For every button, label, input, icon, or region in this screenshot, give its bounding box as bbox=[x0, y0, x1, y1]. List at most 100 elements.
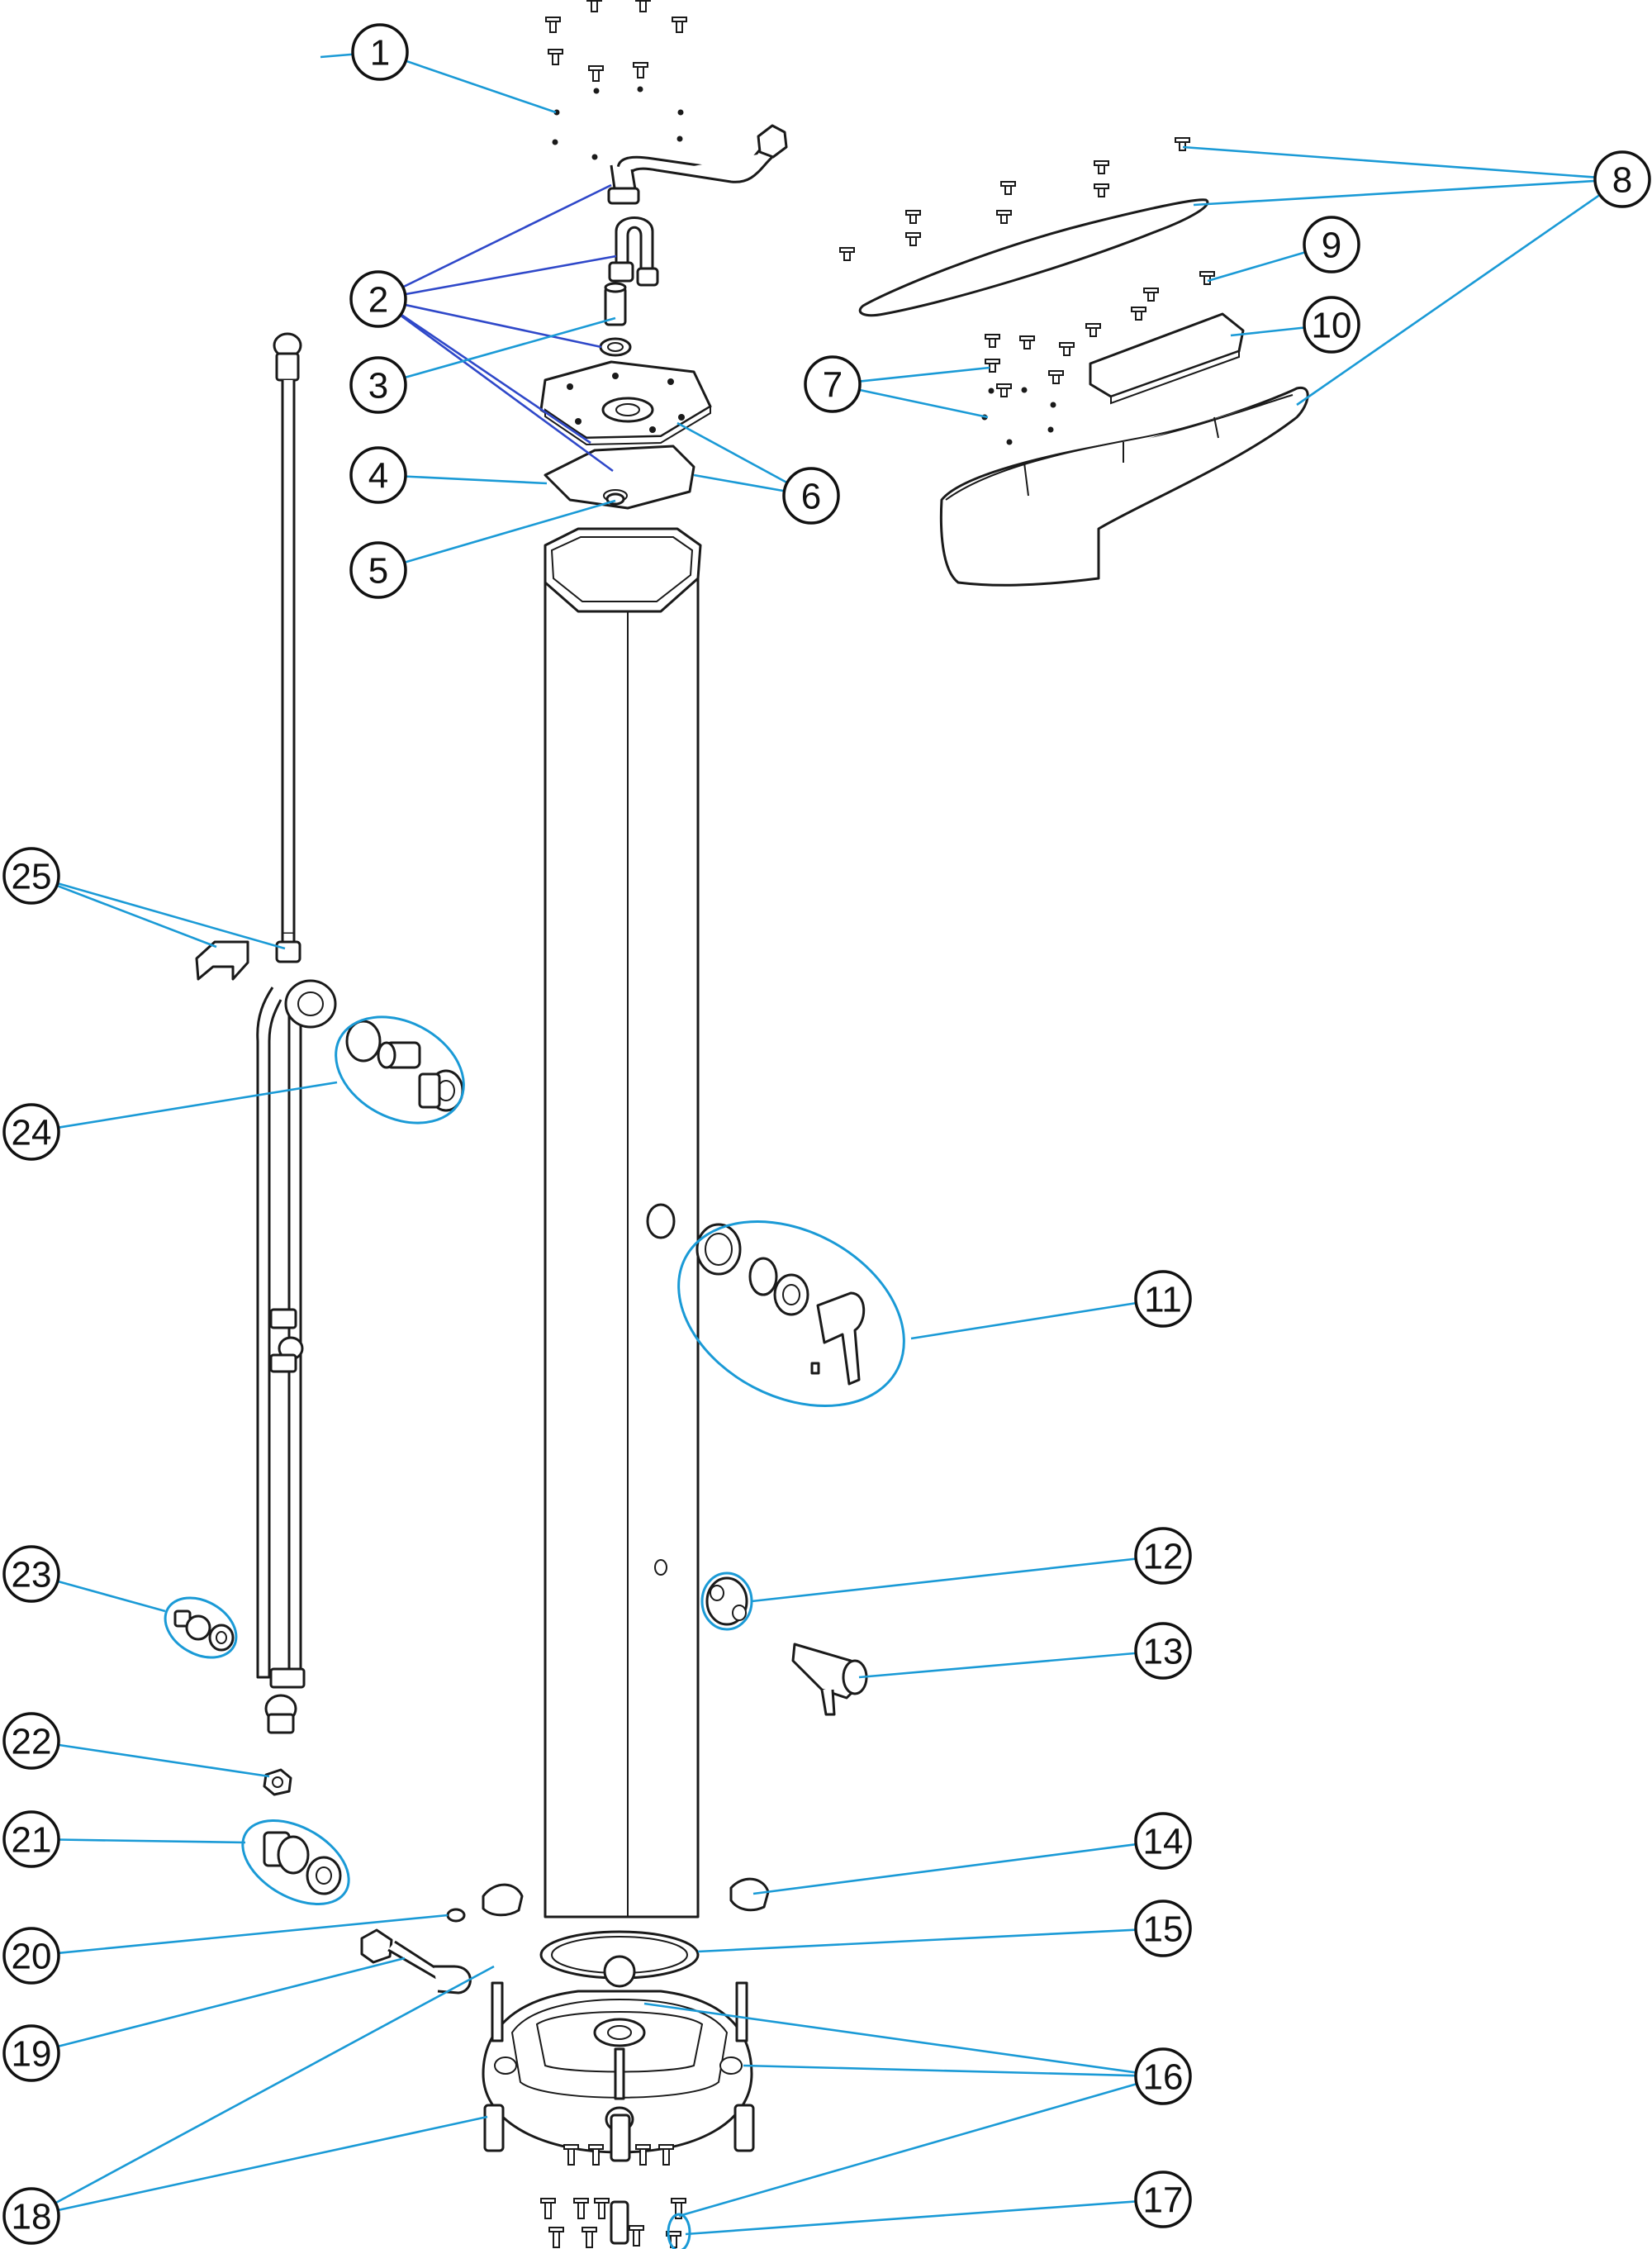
top-pipe-elbow bbox=[607, 124, 788, 205]
callout-7: 7 bbox=[804, 355, 862, 413]
callouts: 1234567891011121314151617181920212223242… bbox=[2, 23, 1651, 2245]
callout-17: 17 bbox=[1134, 2171, 1192, 2228]
callout-number-12: 12 bbox=[1143, 1537, 1184, 1577]
callout-number-11: 11 bbox=[1144, 1280, 1182, 1320]
base-16 bbox=[482, 1981, 753, 2154]
nut-22 bbox=[263, 1768, 292, 1796]
callout-number-13: 13 bbox=[1143, 1632, 1184, 1672]
callout-number-2: 2 bbox=[368, 280, 388, 321]
leader-line-22 bbox=[58, 1743, 270, 1778]
fitting-12 bbox=[705, 1576, 748, 1626]
leader-line-14 bbox=[752, 1842, 1137, 1895]
leader-line-12 bbox=[751, 1557, 1137, 1603]
callout-number-10: 10 bbox=[1312, 306, 1352, 346]
callout-number-5: 5 bbox=[368, 551, 388, 592]
callout-23: 23 bbox=[2, 1545, 60, 1603]
leader-lines bbox=[55, 53, 1601, 2236]
fittings-23 bbox=[173, 1609, 235, 1652]
callout-circle-19 bbox=[2, 2024, 60, 2082]
callout-circle-10 bbox=[1303, 296, 1360, 354]
callout-20: 20 bbox=[2, 1927, 60, 1985]
callout-1: 1 bbox=[351, 23, 409, 81]
callout-circle-2 bbox=[349, 270, 407, 328]
u-pipe bbox=[608, 216, 659, 287]
leader-line-9 bbox=[1207, 251, 1306, 283]
anchors-18 bbox=[483, 2104, 755, 2245]
callout-13: 13 bbox=[1134, 1622, 1192, 1680]
leader-line-16 bbox=[743, 2064, 1137, 2077]
leader-line-11 bbox=[910, 1301, 1137, 1340]
callout-number-21: 21 bbox=[12, 1820, 52, 1861]
shower-screws bbox=[839, 137, 1215, 397]
callout-number-6: 6 bbox=[801, 477, 821, 517]
leader-line-10 bbox=[1230, 326, 1305, 337]
cover-plate bbox=[858, 198, 1209, 317]
callout-circle-14 bbox=[1134, 1812, 1192, 1870]
callout-2: 2 bbox=[349, 270, 407, 328]
callout-8: 8 bbox=[1593, 150, 1651, 208]
callout-circle-9 bbox=[1303, 216, 1360, 273]
callout-number-17: 17 bbox=[1143, 2180, 1184, 2221]
leader-line-1 bbox=[405, 59, 557, 114]
leader-line-25 bbox=[57, 882, 286, 950]
leader-line-8 bbox=[1296, 193, 1601, 407]
leader-line-2 bbox=[404, 303, 602, 349]
leader-line-25 bbox=[56, 884, 217, 949]
side-rail-pipe bbox=[256, 332, 337, 1734]
callout-number-1: 1 bbox=[370, 33, 390, 74]
leader-line-19 bbox=[57, 1957, 406, 2048]
callout-number-22: 22 bbox=[12, 1722, 52, 1762]
clip-25 bbox=[195, 940, 249, 981]
leader-line-2 bbox=[400, 313, 591, 445]
callout-circle-4 bbox=[349, 446, 407, 504]
callout-number-14: 14 bbox=[1143, 1822, 1184, 1862]
fitting-13 bbox=[791, 1643, 868, 1716]
callout-number-15: 15 bbox=[1143, 1909, 1184, 1950]
leader-line-24 bbox=[58, 1081, 338, 1129]
callout-18: 18 bbox=[2, 2187, 60, 2245]
leader-line-2 bbox=[405, 254, 617, 296]
fittings-21 bbox=[263, 1831, 342, 1895]
callout-12: 12 bbox=[1134, 1527, 1192, 1585]
callout-circle-23 bbox=[2, 1545, 60, 1603]
top-plate bbox=[539, 360, 712, 446]
callout-14: 14 bbox=[1134, 1812, 1192, 1870]
valve-parts-24 bbox=[345, 1020, 464, 1112]
callout-circle-22 bbox=[2, 1712, 60, 1770]
leader-line-5 bbox=[404, 499, 616, 563]
leader-line-2 bbox=[399, 314, 614, 473]
fitting-3 bbox=[599, 282, 632, 357]
callout-circle-17 bbox=[1134, 2171, 1192, 2228]
leader-line-2 bbox=[402, 183, 612, 288]
callout-number-18: 18 bbox=[12, 2197, 52, 2237]
top-screws bbox=[545, 0, 687, 163]
leader-line-1 bbox=[320, 53, 354, 59]
callout-15: 15 bbox=[1134, 1900, 1192, 1957]
shower-head bbox=[1089, 312, 1245, 405]
hose-19 bbox=[360, 1928, 472, 1995]
leader-line-18 bbox=[55, 1965, 495, 2204]
leader-line-8 bbox=[1182, 145, 1596, 178]
callout-circle-12 bbox=[1134, 1527, 1192, 1585]
callout-25: 25 bbox=[2, 847, 60, 905]
callout-24: 24 bbox=[2, 1103, 60, 1161]
shower-head-housing bbox=[939, 386, 1309, 587]
callout-4: 4 bbox=[349, 446, 407, 504]
callout-circle-15 bbox=[1134, 1900, 1192, 1957]
callout-number-7: 7 bbox=[823, 365, 843, 406]
leader-line-3 bbox=[404, 316, 616, 379]
leader-line-13 bbox=[858, 1652, 1137, 1679]
leader-line-16 bbox=[678, 2082, 1137, 2218]
callout-6: 6 bbox=[782, 467, 840, 525]
main-column bbox=[544, 527, 702, 1919]
callout-circle-1 bbox=[351, 23, 409, 81]
callout-10: 10 bbox=[1303, 296, 1360, 354]
callout-circle-18 bbox=[2, 2187, 60, 2245]
mixer-valve-11 bbox=[695, 1223, 866, 1386]
callout-number-9: 9 bbox=[1322, 226, 1341, 266]
callout-number-23: 23 bbox=[12, 1555, 52, 1595]
leader-line-8 bbox=[1193, 179, 1596, 207]
callout-circle-13 bbox=[1134, 1622, 1192, 1680]
callout-5: 5 bbox=[349, 541, 407, 599]
